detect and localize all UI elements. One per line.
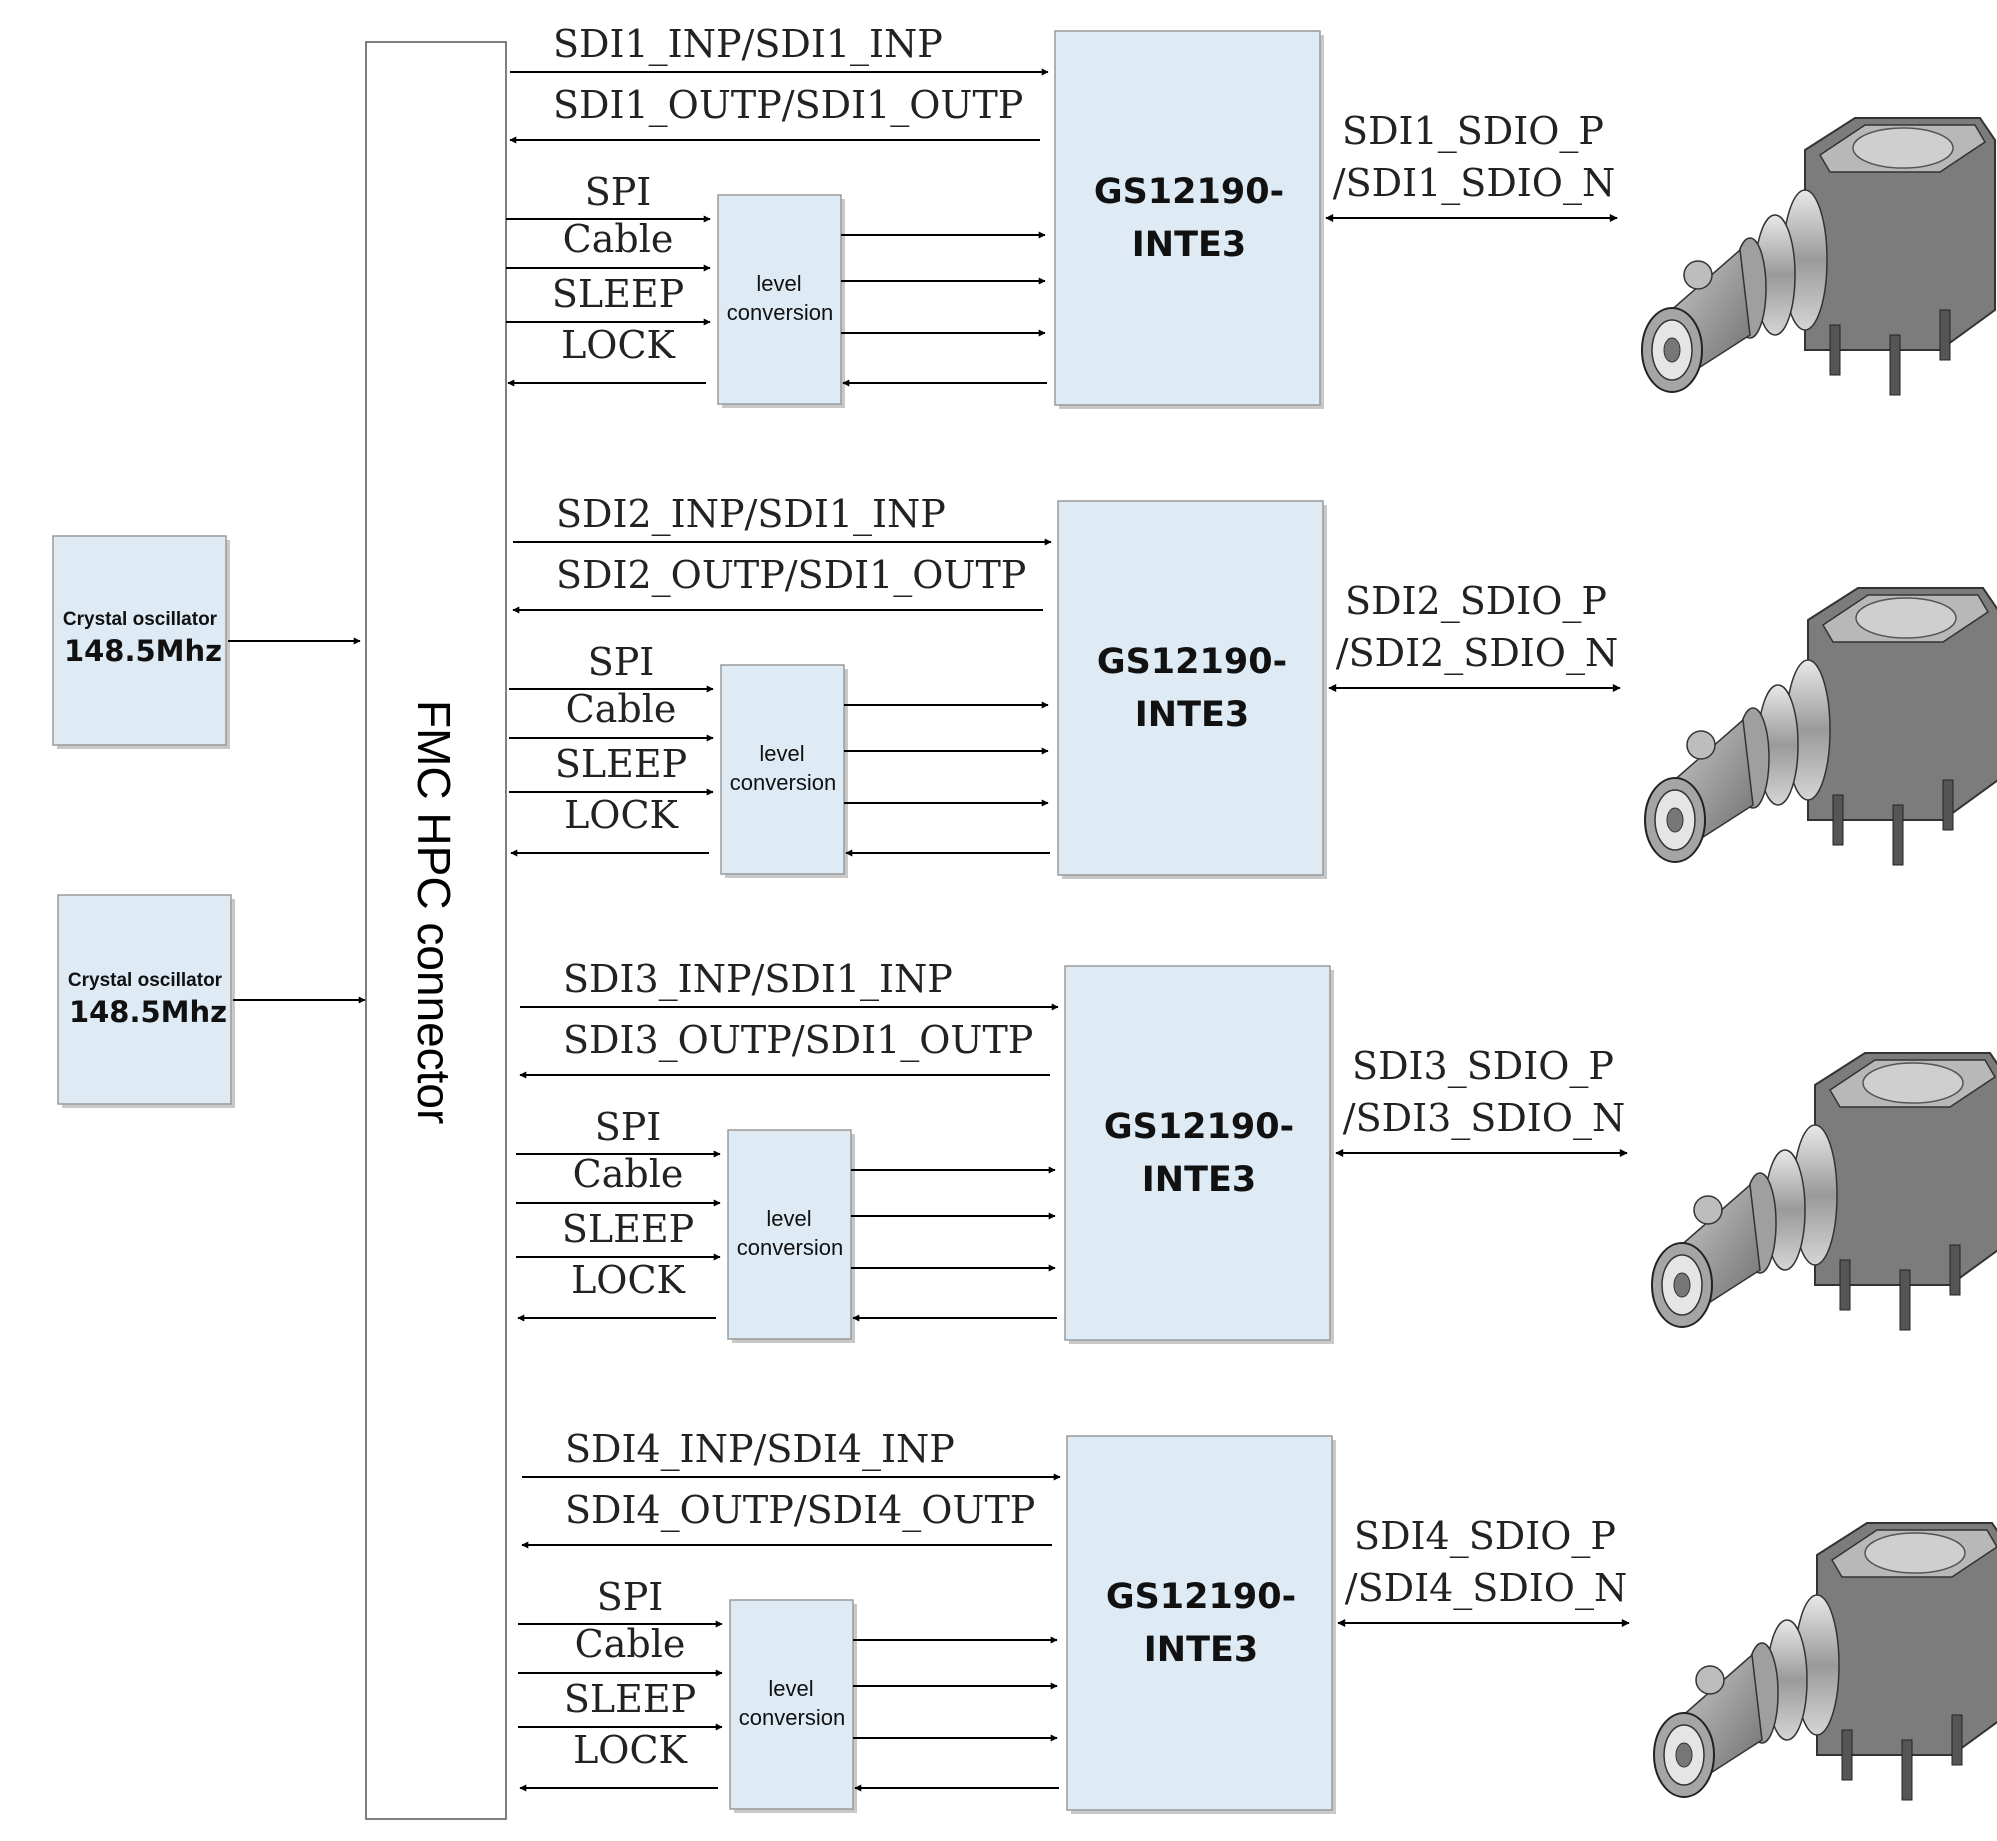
sdi-outp-label: SDI3_OUTP/SDI1_OUTP [563, 1018, 1033, 1063]
sdio-p-label: SDI2_SDIO_P [1345, 579, 1607, 624]
chip-label-line2: INTE3 [1132, 225, 1246, 265]
gs12190-chip [1057, 500, 1324, 876]
fmc-connector-label: FMC HPC connector [408, 700, 460, 1124]
level-conversion-line1: level [759, 741, 804, 766]
cable-label: Cable [573, 1152, 684, 1196]
chip-label-line2: INTE3 [1144, 1630, 1258, 1670]
crystal-oscillator-2: Crystal oscillator 148.5Mhz [57, 894, 235, 1108]
cable-label: Cable [575, 1622, 686, 1666]
sdi-outp-label: SDI4_OUTP/SDI4_OUTP [565, 1488, 1035, 1533]
level-conversion-box [720, 664, 845, 875]
level-conversion-box [729, 1599, 854, 1810]
chip-label-line1: GS12190- [1097, 642, 1287, 682]
gs12190-chip [1066, 1435, 1333, 1811]
level-conversion-line1: level [756, 271, 801, 296]
lock-label: LOCK [564, 793, 678, 837]
sdi-inp-label: SDI2_INP/SDI1_INP [556, 492, 946, 537]
spi-label: SPI [588, 640, 655, 684]
chip-label-line1: GS12190- [1104, 1107, 1294, 1147]
level-conversion-line1: level [766, 1206, 811, 1231]
sdio-n-label: /SDI4_SDIO_N [1345, 1566, 1627, 1611]
chip-label-line2: INTE3 [1135, 695, 1249, 735]
sleep-label: SLEEP [555, 742, 687, 786]
bnc-connector-icon [1653, 1522, 1997, 1801]
oscillator-2-frequency: 148.5Mhz [69, 995, 227, 1029]
lock-label: LOCK [573, 1728, 687, 1772]
sdio-n-label: /SDI3_SDIO_N [1343, 1096, 1625, 1141]
chip-label-line1: GS12190- [1094, 172, 1284, 212]
cable-label: Cable [566, 687, 677, 731]
oscillator-2-label: Crystal oscillator [68, 970, 223, 991]
lock-label: LOCK [571, 1258, 685, 1302]
spi-label: SPI [585, 170, 652, 214]
lock-label: LOCK [561, 323, 675, 367]
chip-label-line2: INTE3 [1142, 1160, 1256, 1200]
level-conversion-box [727, 1129, 852, 1340]
bnc-connector-icon [1651, 1052, 1997, 1331]
level-conversion-box [717, 194, 842, 405]
level-conversion-line1: level [768, 1676, 813, 1701]
sdio-n-label: /SDI1_SDIO_N [1333, 161, 1615, 206]
crystal-oscillator-1: Crystal oscillator 148.5Mhz [52, 535, 230, 749]
sdi-channel-2: SDI2_INP/SDI1_INP SDI2_OUTP/SDI1_OUTP SPIC… [509, 492, 1997, 879]
level-conversion-line2: conversion [739, 1705, 845, 1730]
sleep-label: SLEEP [552, 272, 684, 316]
sleep-label: SLEEP [564, 1677, 696, 1721]
sdi-channel-1: SDI1_INP/SDI1_INP SDI1_OUTP/SDI1_OUTP SPIC… [506, 22, 1996, 409]
sdio-n-label: /SDI2_SDIO_N [1336, 631, 1618, 676]
spi-label: SPI [597, 1575, 664, 1619]
sdi-inp-label: SDI1_INP/SDI1_INP [553, 22, 943, 67]
sdi-channel-3: SDI3_INP/SDI1_INP SDI3_OUTP/SDI1_OUTP SPIC… [516, 957, 1997, 1344]
sdi-outp-label: SDI2_OUTP/SDI1_OUTP [556, 553, 1026, 598]
chip-label-line1: GS12190- [1106, 1577, 1296, 1617]
sdio-p-label: SDI4_SDIO_P [1354, 1514, 1616, 1559]
oscillator-1-label: Crystal oscillator [63, 609, 218, 630]
sdi-inp-label: SDI4_INP/SDI4_INP [565, 1427, 955, 1472]
bnc-connector-icon [1641, 117, 1996, 396]
sleep-label: SLEEP [562, 1207, 694, 1251]
level-conversion-line2: conversion [727, 300, 833, 325]
sdi-outp-label: SDI1_OUTP/SDI1_OUTP [553, 83, 1023, 128]
gs12190-chip [1054, 30, 1321, 406]
cable-label: Cable [563, 217, 674, 261]
sdio-p-label: SDI1_SDIO_P [1342, 109, 1604, 154]
level-conversion-line2: conversion [737, 1235, 843, 1260]
sdio-p-label: SDI3_SDIO_P [1352, 1044, 1614, 1089]
level-conversion-line2: conversion [730, 770, 836, 795]
bnc-connector-icon [1644, 587, 1997, 866]
fmc-hpc-connector [365, 41, 507, 1820]
sdi-inp-label: SDI3_INP/SDI1_INP [563, 957, 953, 1002]
gs12190-chip [1064, 965, 1331, 1341]
sdi-channel-4: SDI4_INP/SDI4_INP SDI4_OUTP/SDI4_OUTP SPIC… [518, 1427, 1997, 1814]
oscillator-1-frequency: 148.5Mhz [64, 634, 222, 668]
spi-label: SPI [595, 1105, 662, 1149]
